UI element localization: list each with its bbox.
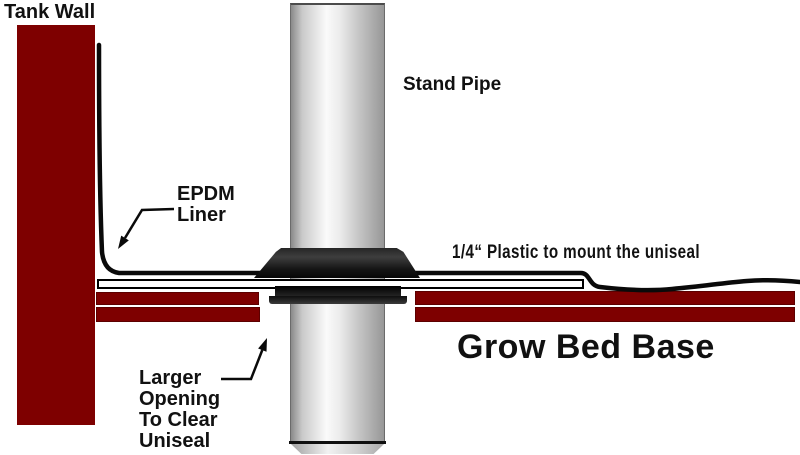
stand-pipe-label: Stand Pipe <box>403 74 502 95</box>
uniseal-lower-lip <box>269 296 407 304</box>
grow-bed-left-top-board <box>96 292 259 305</box>
grow-bed-right-top-board <box>415 291 795 305</box>
grow-bed-left-bottom-board <box>96 307 260 322</box>
stand-pipe-bevel <box>290 444 385 454</box>
epdm-label-leader-line <box>123 207 175 239</box>
uniseal-top-flange <box>254 248 420 278</box>
tank-wall-shape <box>17 25 95 425</box>
opening-label-arrowhead-icon <box>258 338 267 352</box>
opening-label-leader-line <box>221 349 264 381</box>
grow-bed-base-label: Grow Bed Base <box>457 328 715 366</box>
grow-bed-right-bottom-board <box>415 307 795 322</box>
stand-pipe-end-line <box>289 441 386 444</box>
stand-pipe-shape <box>290 3 385 442</box>
epdm-liner-label: EPDM Liner <box>177 183 235 226</box>
tank-wall-label: Tank Wall <box>4 1 96 23</box>
uniseal-lower-ring <box>275 286 401 298</box>
plastic-mount-label: 1/4“ Plastic to mount the uniseal <box>452 242 701 263</box>
larger-opening-label: Larger Opening To Clear Uniseal <box>139 367 221 452</box>
epdm-label-arrowhead-icon <box>118 235 129 249</box>
